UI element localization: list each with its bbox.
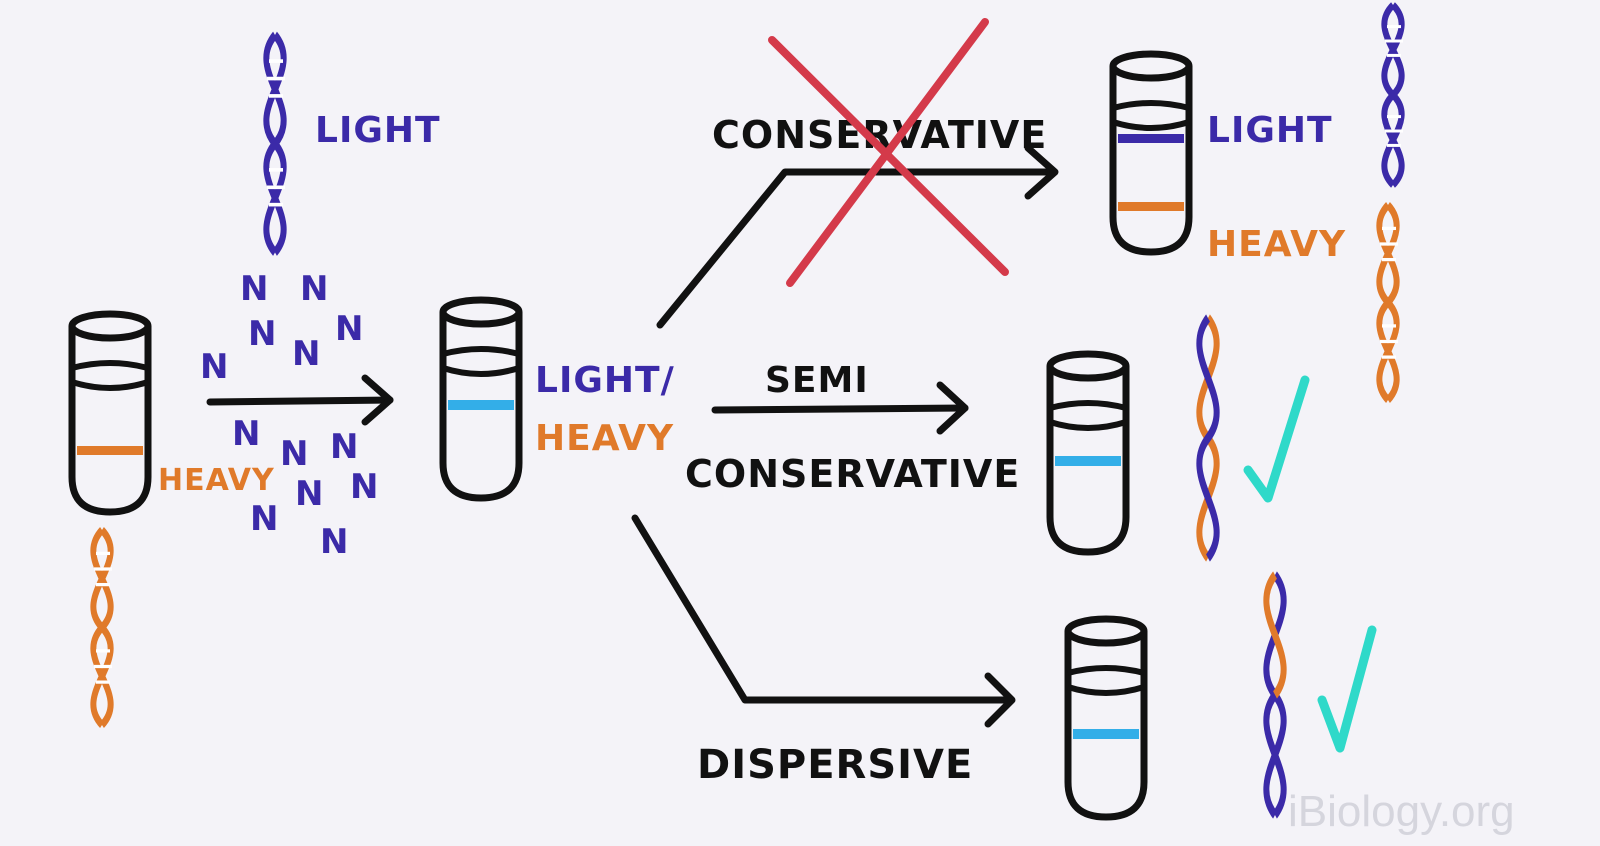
nitrogen-n: N: [295, 474, 324, 514]
heavy-band: [1118, 202, 1184, 211]
light-dna-helix-top: [266, 35, 285, 253]
label-heavy-left: HEAVY: [158, 463, 275, 498]
heavy-dna-helix-right: [1379, 205, 1398, 400]
nitrogen-n: N: [335, 309, 364, 349]
nitrogen-n: N: [240, 269, 269, 309]
arrow-to-hybrid: [206, 374, 394, 426]
nitrogen-n: N: [300, 269, 329, 309]
label-conservative-mid: CONSERVATIVE: [685, 452, 1020, 496]
light-dna-helix-right: [1384, 5, 1403, 185]
tube-conservative: [1113, 54, 1189, 252]
nitrogen-n: N: [200, 347, 229, 387]
label-heavy-right: HEAVY: [1207, 224, 1346, 265]
hybrid-band: [1073, 729, 1139, 739]
watermark: iBiology.org: [1288, 787, 1515, 836]
nitrogen-n: N: [248, 314, 277, 354]
nitrogen-n: N: [292, 334, 321, 374]
light-band: [1118, 134, 1184, 143]
nitrogen-n: N: [350, 467, 379, 507]
check-icon: [1317, 625, 1377, 753]
label-heavy-mid: HEAVY: [535, 418, 674, 459]
tube-dispersive: [1068, 619, 1144, 817]
hybrid-band: [1055, 456, 1121, 466]
nitrogen-n: N: [280, 434, 309, 474]
heavy-band: [77, 446, 143, 455]
label-dispersive: DISPERSIVE: [697, 742, 973, 788]
nitrogen-cluster: N N N N N N N N N N N N N: [200, 269, 379, 562]
nitrogen-n: N: [232, 414, 261, 454]
mixed-dna-helix-dispersive: [1263, 571, 1287, 819]
tube-heavy-start: [72, 314, 148, 512]
hybrid-dna-helix-semi: [1196, 314, 1220, 562]
tube-hybrid: [443, 300, 519, 498]
check-icon: [1243, 375, 1310, 503]
arrow-conservative: [656, 144, 1059, 329]
arrow-semi-conservative: [711, 381, 969, 435]
label-semi: SEMI: [765, 360, 869, 401]
nitrogen-n: N: [330, 427, 359, 467]
nitrogen-n: N: [250, 499, 279, 539]
arrow-dispersive: [631, 514, 1016, 728]
nitrogen-n: N: [320, 522, 349, 562]
tube-semi-conservative: [1050, 354, 1126, 552]
label-light-mid: LIGHT/: [535, 360, 675, 401]
heavy-dna-helix-left: [93, 530, 112, 725]
label-light-right: LIGHT: [1207, 110, 1333, 151]
label-light-top: LIGHT: [315, 110, 441, 151]
cross-icon: [768, 18, 1009, 287]
hybrid-band: [448, 400, 514, 410]
